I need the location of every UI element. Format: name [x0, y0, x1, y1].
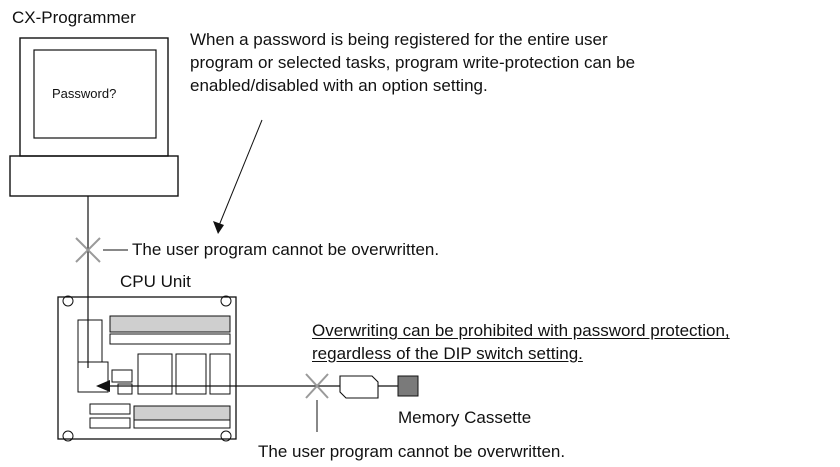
note-pointer-arrow: [213, 119, 263, 234]
cassette-arrow-head: [96, 380, 110, 392]
password-note-line3: enabled/disabled with an option setting.: [190, 76, 488, 95]
cassette-adapter: [339, 375, 379, 399]
password-note-line2: program or selected tasks, program write…: [190, 53, 636, 72]
cannot-overwrite-top-label: The user program cannot be overwritten.: [132, 240, 440, 259]
memory-cassette-label: Memory Cassette: [398, 408, 532, 427]
computer-base: [9, 155, 179, 197]
blocked-cross-top-icon: [75, 237, 101, 263]
cannot-overwrite-bottom-label: The user program cannot be overwritten.: [258, 442, 566, 461]
protection-note-line1: Overwriting can be prohibited with passw…: [312, 321, 730, 340]
memory-cassette: [397, 375, 419, 397]
cpu-unit: [57, 295, 237, 442]
screen-prompt: Password?: [52, 86, 117, 101]
password-note-line1: When a password is being registered for …: [190, 30, 608, 49]
blocked-cross-bottom-icon: [305, 373, 329, 399]
cx-programmer-label: CX-Programmer: [12, 8, 136, 27]
protection-note-line2: regardless of the DIP switch setting.: [312, 344, 583, 363]
cpu-unit-label: CPU Unit: [120, 272, 191, 291]
